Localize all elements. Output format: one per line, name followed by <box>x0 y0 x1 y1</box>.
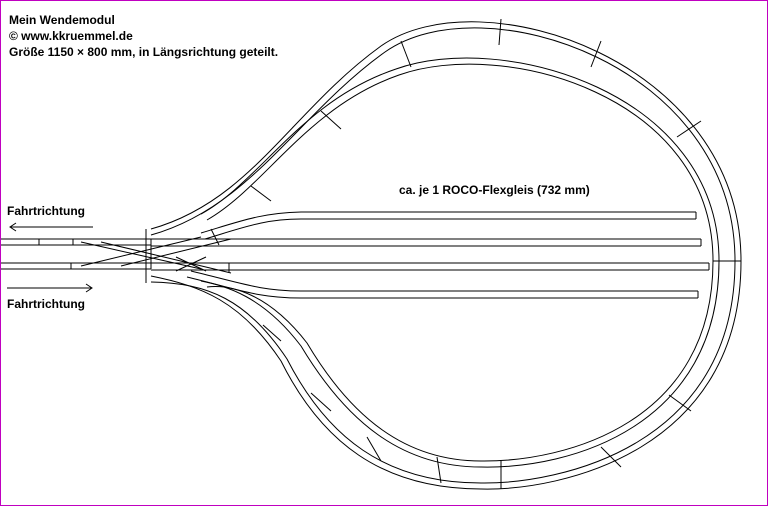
switch-crossovers <box>80 228 232 283</box>
direction-label-upper: Fahrtrichtung <box>7 204 85 218</box>
siding-2 <box>151 238 702 247</box>
left-main-track-upper <box>1 238 151 246</box>
siding-1 <box>200 211 697 240</box>
outer-loop-track-outer <box>150 21 742 490</box>
siding-3 <box>151 262 710 271</box>
title-line-1: Mein Wendemodul <box>9 13 115 27</box>
siding-4 <box>186 270 699 299</box>
arrow-left <box>9 222 93 232</box>
arrow-right <box>7 283 93 293</box>
outer-loop-track-inner <box>200 57 720 468</box>
title-line-2: © www.kkruemmel.de <box>9 29 133 43</box>
left-main-track-lower <box>1 262 151 270</box>
flexgleis-label: ca. je 1 ROCO-Flexgleis (732 mm) <box>399 183 590 197</box>
direction-label-lower: Fahrtrichtung <box>7 297 85 311</box>
loop-sleepers <box>250 18 741 489</box>
title-line-3: Größe 1150 × 800 mm, in Längsrichtung ge… <box>9 45 279 59</box>
